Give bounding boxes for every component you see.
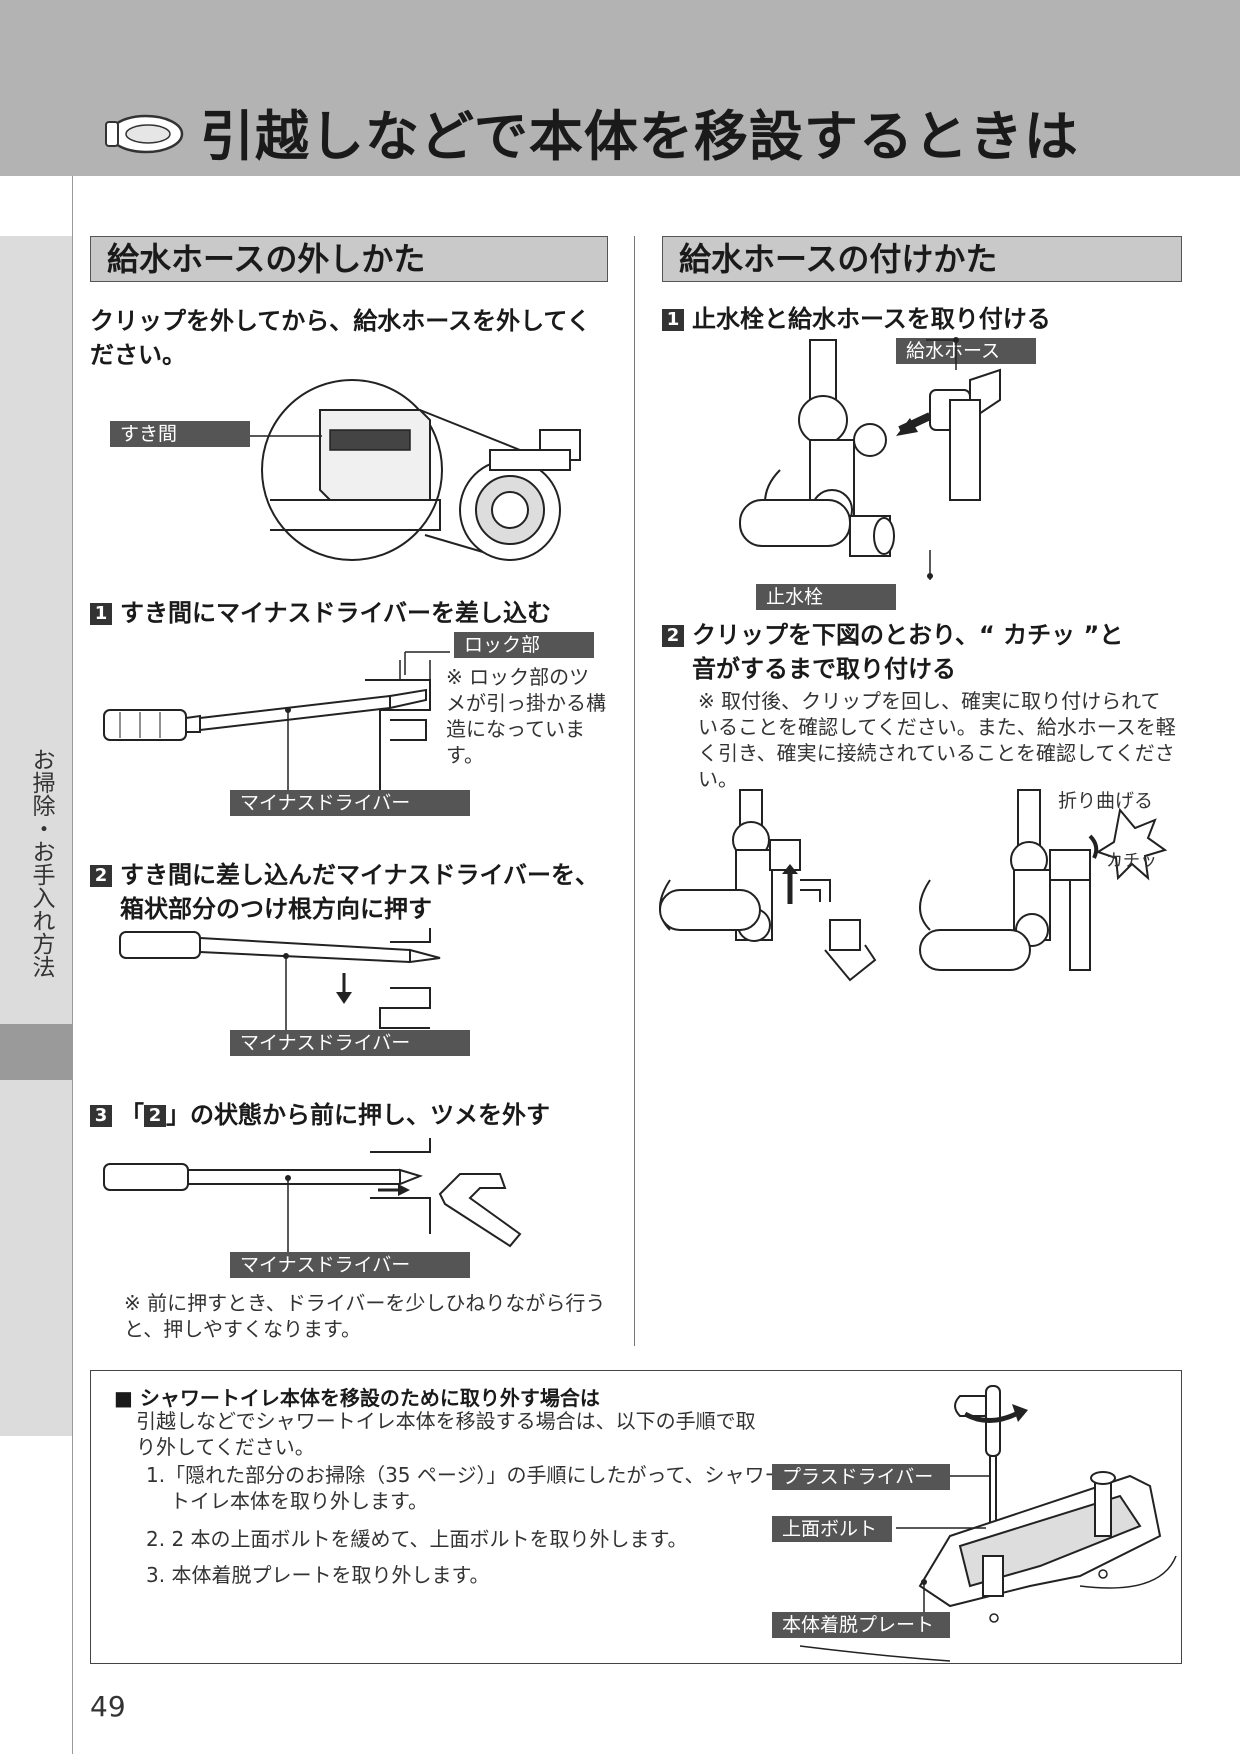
driver-label-3: マイナスドライバー bbox=[230, 1252, 470, 1278]
step-text: すき間に差し込んだマイナスドライバーを、 bbox=[120, 861, 600, 889]
box-title: ■ シャワートイレ本体を移設のために取り外す場合は bbox=[114, 1386, 600, 1410]
bend-label: 折り曲げる bbox=[1058, 790, 1154, 812]
step-number: 1 bbox=[90, 603, 112, 625]
bolt-label: 上面ボルト bbox=[772, 1516, 892, 1542]
left-step-1: 1 すき間にマイナスドライバーを差し込む bbox=[90, 596, 551, 630]
step-text: 止水栓と給水ホースを取り付ける bbox=[692, 305, 1051, 333]
left-intro-text: クリップを外してから、給水ホースを外してください。 bbox=[90, 307, 591, 369]
plate-label: 本体着脱プレート bbox=[772, 1612, 950, 1638]
click-label: カチッ bbox=[1106, 851, 1157, 871]
step-number: 2 bbox=[90, 865, 112, 887]
sidebar-chapter-text: お掃除・お手入れ方法 bbox=[28, 748, 54, 978]
box-intro: 引越しなどでシャワートイレ本体を移設する場合は、以下の手順で取り外してください。 bbox=[136, 1409, 756, 1459]
gap-label: すき間 bbox=[110, 421, 250, 447]
box-item-1: 1.「隠れた部分のお掃除（35 ページ）」の手順にしたがって、シャワートイレ本体… bbox=[146, 1463, 785, 1513]
right-step-1: 1 止水栓と給水ホースを取り付ける bbox=[662, 302, 1051, 336]
driver-push-illustration bbox=[103, 1138, 522, 1260]
right-step-2: 2 クリップを下図のとおり、“ カチッ ”と bbox=[662, 618, 1123, 652]
right-step-2-line-2: 音がするまで取り付ける bbox=[692, 655, 956, 683]
step-ref-number: 2 bbox=[144, 1105, 166, 1127]
driver-label-2: マイナスドライバー bbox=[230, 1030, 470, 1056]
toilet-seat-icon bbox=[105, 114, 184, 154]
page-title: 引越しなどで本体を移設するときは bbox=[200, 105, 1079, 168]
page-header bbox=[0, 0, 1240, 176]
right-section-heading: 給水ホースの付けかた bbox=[662, 236, 1182, 282]
box-item-3: 3. 本体着脱プレートを取り外します。 bbox=[146, 1563, 490, 1587]
removal-instructions-box bbox=[90, 1370, 1182, 1664]
driver-insert-illustration-1 bbox=[103, 651, 450, 792]
right-note: ※ 取付後、クリップを回し、確実に取り付けられていることを確認してください。また… bbox=[698, 689, 1176, 791]
left-step-3: 3 「2」の状態から前に押し、ツメを外す bbox=[90, 1098, 550, 1132]
step-number: 2 bbox=[662, 625, 684, 647]
step-number: 1 bbox=[662, 309, 684, 331]
valve-hose-illustration bbox=[739, 337, 1001, 580]
driver-label-1: マイナスドライバー bbox=[230, 790, 470, 816]
left-step-2: 2 すき間に差し込んだマイナスドライバーを、 bbox=[90, 858, 599, 892]
hose-label: 給水ホース bbox=[896, 338, 1036, 364]
step-text: クリップを下図のとおり、“ カチッ ”と bbox=[692, 621, 1124, 649]
left-step-2-line-2: 箱状部分のつけ根方向に押す bbox=[120, 895, 432, 923]
step-text: 」の状態から前に押し、ツメを外す bbox=[166, 1101, 550, 1129]
margin-line bbox=[72, 176, 73, 1754]
page-number: 49 bbox=[90, 1690, 126, 1723]
sidebar-marker bbox=[0, 1024, 72, 1080]
driver-insert-illustration-2 bbox=[119, 928, 441, 1032]
step-text: すき間にマイナスドライバーを差し込む bbox=[120, 599, 552, 627]
left-bottom-note: ※ 前に押すとき、ドライバーを少しひねりながら行うと、押しやすくなります。 bbox=[124, 1291, 606, 1341]
box-item-2: 2. 2 本の上面ボルトを緩めて、上面ボルトを取り外します。 bbox=[146, 1527, 688, 1551]
lock-label: ロック部 bbox=[454, 632, 594, 658]
screwdriver-label: プラスドライバー bbox=[772, 1464, 950, 1490]
lock-note: ※ ロック部のツメが引っ掛かる構造になっています。 bbox=[446, 665, 606, 767]
step-number: 3 bbox=[90, 1105, 112, 1127]
clip-attach-illustration bbox=[659, 789, 1168, 982]
valve-label: 止水栓 bbox=[756, 584, 896, 610]
sidebar-tab bbox=[0, 236, 72, 1436]
plate-removal-illustration bbox=[799, 1385, 1177, 1662]
quote-open: 「 bbox=[120, 1101, 144, 1129]
column-divider bbox=[634, 236, 635, 1346]
left-section-heading: 給水ホースの外しかた bbox=[90, 236, 608, 282]
clip-magnified-illustration bbox=[250, 379, 581, 561]
